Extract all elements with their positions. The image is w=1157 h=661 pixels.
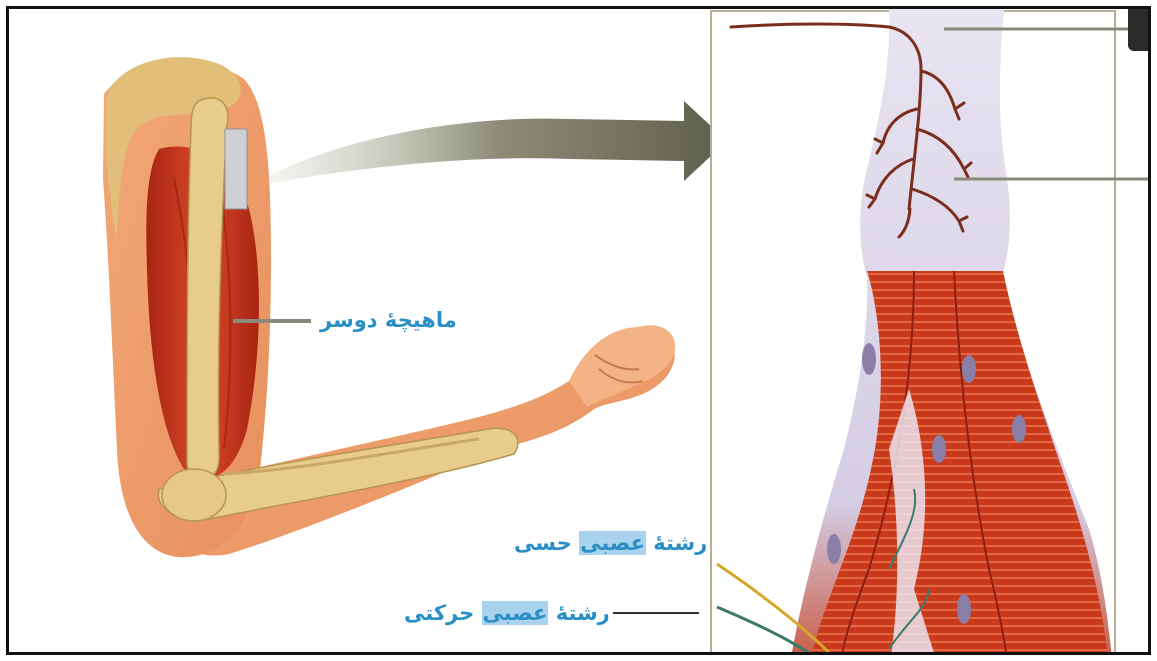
motor-nerve-label-prefix: رشتهٔ xyxy=(556,601,610,625)
sensory-nerve-label-prefix: رشتهٔ xyxy=(653,531,707,555)
biceps-label: ماهیچهٔ دوسر xyxy=(320,307,457,333)
arrow-right-icon xyxy=(267,101,727,184)
sensory-nerve-label-suffix: حسی xyxy=(514,531,572,555)
sensory-nerve-label-highlight: عصبی xyxy=(579,531,646,555)
motor-nerve-label-suffix: حرکتی xyxy=(404,601,474,625)
arm-muscle-illustration xyxy=(9,9,1151,655)
motor-nerve-label-highlight: عصبی xyxy=(482,601,549,625)
sensory-nerve-label: رشتهٔ عصبی حسی xyxy=(514,530,707,556)
corner-tab xyxy=(1128,9,1148,51)
diagram-frame: ماهیچهٔ دوسر رشتهٔ عصبی حسی رشتهٔ عصبی ح… xyxy=(6,6,1151,655)
motor-nerve-label: رشتهٔ عصبی حرکتی xyxy=(404,600,610,626)
